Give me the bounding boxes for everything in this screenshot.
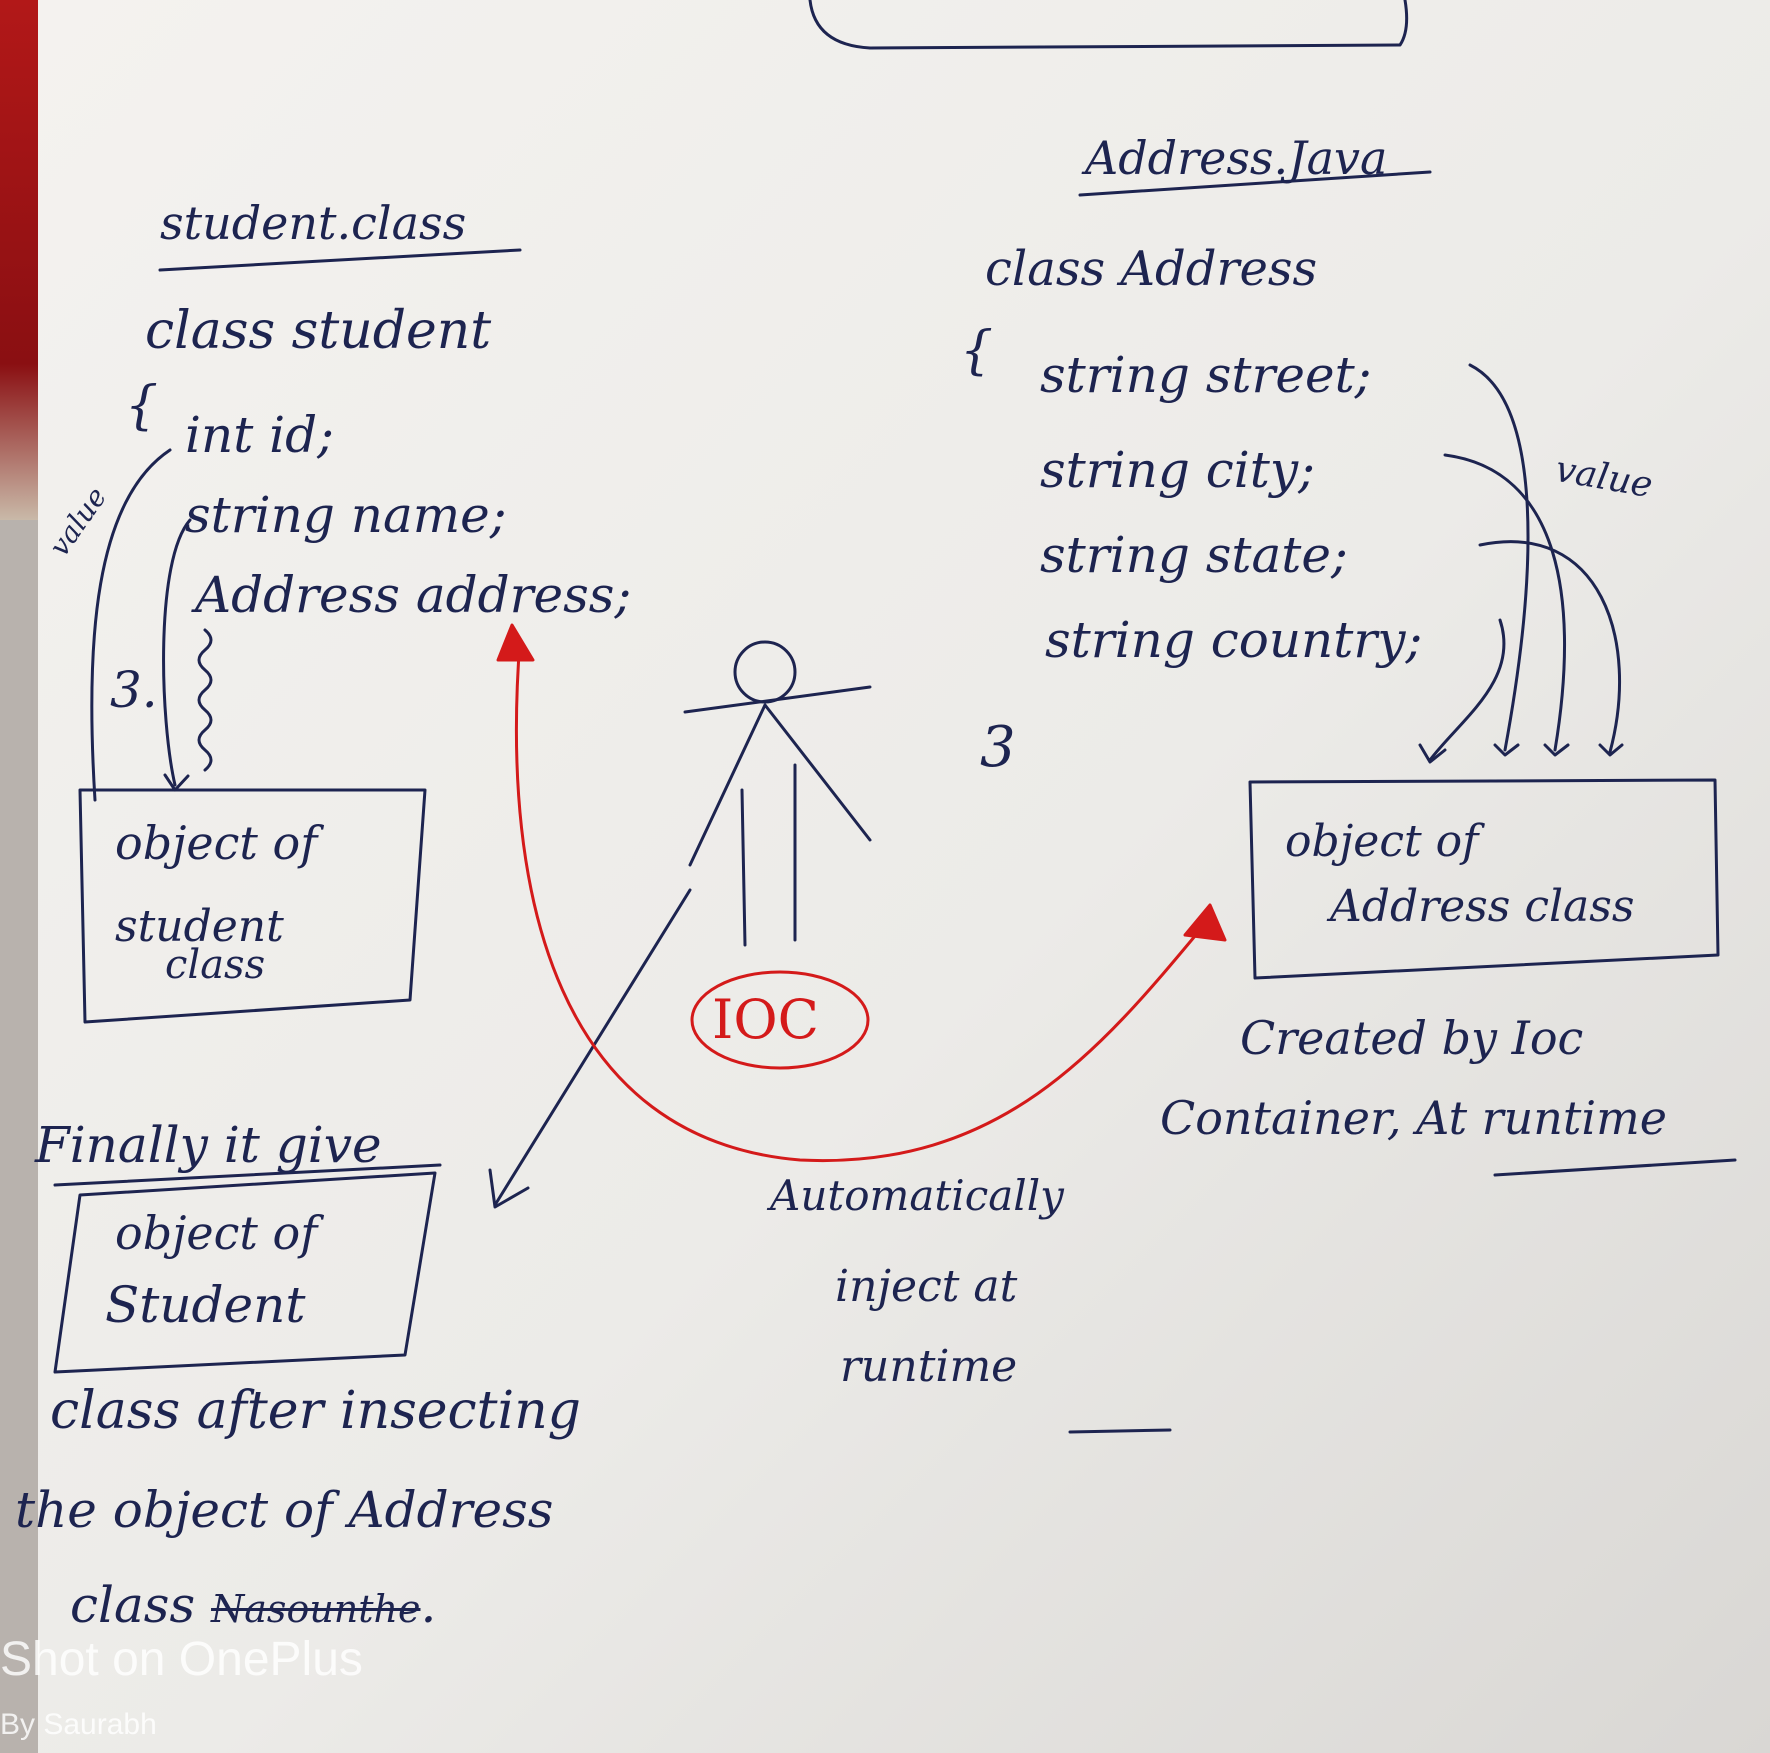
address-field-country: string country;: [1045, 611, 1423, 669]
address-field-city: string city;: [1040, 441, 1315, 499]
student-object-box: [78, 788, 427, 1024]
final-caption: Finally it give: [35, 1116, 382, 1174]
student-box-line1: object of: [115, 816, 318, 870]
top-box-edge: [808, 0, 1409, 50]
final-note-line1: class after insecting: [50, 1381, 581, 1441]
student-close-brace: 3.: [110, 661, 158, 719]
red-injection-curve: [514, 638, 1202, 1163]
address-note-line2: Container, At runtime: [1160, 1091, 1667, 1145]
final-caption-underline: [53, 1163, 442, 1187]
address-close-brace: 3: [980, 715, 1016, 780]
student-file-title: student.class: [160, 196, 467, 250]
value-arrow-mid: [162, 518, 192, 787]
student-class-decl: class student: [145, 301, 492, 361]
address-class-decl: class Address: [985, 241, 1318, 297]
address-file-title: Address.Java: [1085, 131, 1388, 185]
address-field-state: string state;: [1040, 526, 1348, 584]
value-arrow-4: [1428, 618, 1506, 762]
final-note-line2: the object of Address: [15, 1481, 554, 1539]
student-box-line2: student: [115, 901, 284, 952]
value-arrow-1: [1468, 363, 1530, 752]
notebook-page: [38, 0, 1770, 1753]
center-note-line2: inject at: [835, 1261, 1018, 1312]
arrowheads: [1418, 743, 1624, 764]
red-arrowhead-student: [496, 623, 535, 662]
address-box-line2: Address class: [1330, 881, 1635, 932]
final-note-class: class: [70, 1576, 196, 1634]
value-arrow-left: [90, 448, 172, 802]
watermark-shot-on: Shot on OnePlus: [0, 1633, 363, 1686]
address-object-box: [1248, 778, 1720, 980]
wavy-line: [197, 628, 213, 772]
center-note-line1: Automatically: [770, 1171, 1064, 1220]
final-note-end: .: [420, 1576, 437, 1634]
runtime-underline: [1068, 1428, 1172, 1434]
ioc-to-student-arrow: [493, 888, 692, 1207]
figure-body: [688, 703, 872, 867]
figure-head: [733, 640, 797, 704]
value-arrow-3: [1478, 540, 1622, 754]
red-arrowhead-address: [1183, 903, 1227, 942]
ioc-ellipse: [690, 970, 870, 1070]
address-field-street: string street;: [1040, 346, 1372, 404]
center-note-line3: runtime: [840, 1341, 1018, 1392]
arrowhead: [488, 1168, 530, 1209]
figure-arms: [683, 685, 872, 714]
student-field-id: int id;: [185, 406, 335, 464]
figure-legs: [740, 763, 797, 947]
student-title-underline: [158, 248, 522, 272]
final-note-struck: Nasounthe: [211, 1587, 421, 1631]
final-note-line3: class Nasounthe.: [70, 1580, 436, 1630]
address-title-underline: [1078, 170, 1432, 197]
container-underline: [1493, 1158, 1737, 1177]
arrowhead: [163, 773, 190, 792]
address-open-brace: {: [960, 321, 994, 381]
final-box-line1: object of: [115, 1206, 318, 1260]
student-open-brace: {: [125, 376, 159, 436]
student-field-name: string name;: [185, 486, 507, 544]
watermark-by: By Saurabh: [0, 1708, 157, 1741]
final-box-line2: Student: [105, 1276, 306, 1334]
student-box-line3: class: [165, 942, 266, 988]
final-object-box: [53, 1171, 437, 1374]
address-note-line1: Created by Ioc: [1240, 1011, 1584, 1065]
value-arrow-2: [1443, 453, 1567, 752]
address-box-line1: object of: [1285, 816, 1479, 867]
ioc-label: IOC: [712, 988, 819, 1051]
student-field-address: Address address;: [195, 566, 632, 624]
